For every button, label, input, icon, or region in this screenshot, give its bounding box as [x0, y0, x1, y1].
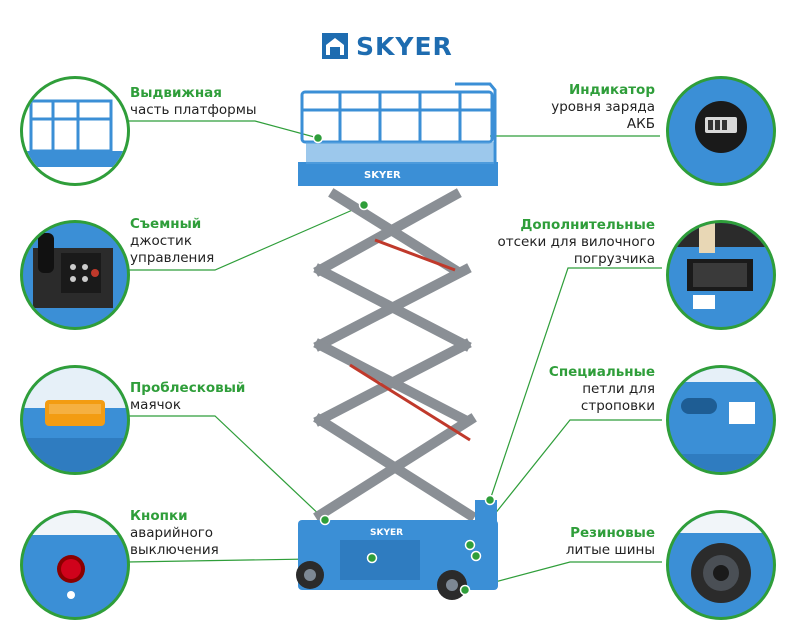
platform-deck [298, 162, 498, 186]
svg-text:SKYER: SKYER [370, 528, 403, 538]
callout-title: Съемный [130, 216, 202, 232]
callout-removable-joystick: Съемный джостик управления [130, 216, 225, 267]
callout-text: литые шины [565, 542, 655, 558]
callout-text: отсеки для вилочного погрузчика [497, 234, 655, 267]
lifting-loops-photo [666, 365, 776, 475]
callout-emergency-buttons: Кнопки аварийного выключения [130, 508, 230, 559]
callout-text: уровня заряда АКБ [551, 99, 655, 132]
callout-text: маячок [130, 397, 181, 413]
callout-text: джостик управления [130, 233, 215, 266]
callout-title: Кнопки [130, 508, 188, 524]
scissor-lift-illustration: SKYER SKYER [296, 82, 498, 600]
callout-extendable-platform: Выдвижная часть платформы [130, 85, 270, 119]
callout-forklift-pockets: Дополнительные отсеки для вилочного погр… [475, 217, 655, 268]
brand-name: SKYER [356, 31, 453, 61]
rubber-tires-photo [666, 510, 776, 620]
scissor-arms [313, 188, 477, 522]
extendable-platform-photo [20, 76, 130, 186]
callout-battery-indicator: Индикатор уровня заряда АКБ [545, 82, 655, 133]
beacon-photo [20, 365, 130, 475]
forklift-pockets-photo [666, 220, 776, 330]
callout-title: Дополнительные [520, 217, 655, 233]
battery-indicator-photo [666, 76, 776, 186]
callout-text: аварийного выключения [130, 525, 219, 558]
callout-title: Проблесковый [130, 380, 246, 396]
callout-title: Индикатор [568, 82, 655, 98]
emergency-button-photo [20, 510, 130, 620]
removable-joystick-photo [20, 220, 130, 330]
callout-text: часть платформы [130, 102, 257, 118]
svg-text:SKYER: SKYER [364, 170, 401, 181]
callout-rubber-tires: Резиновые литые шины [535, 525, 655, 559]
house-logo-icon [322, 33, 348, 59]
callout-title: Резиновые [570, 525, 655, 541]
callout-title: Специальные [548, 364, 655, 380]
brand-logo: SKYER [322, 30, 453, 62]
callout-lifting-loops: Специальные петли для строповки [535, 364, 655, 415]
callout-title: Выдвижная [130, 85, 222, 101]
callout-beacon: Проблесковый маячок [130, 380, 245, 414]
platform-railing [300, 82, 497, 170]
callout-text: петли для строповки [580, 381, 655, 414]
